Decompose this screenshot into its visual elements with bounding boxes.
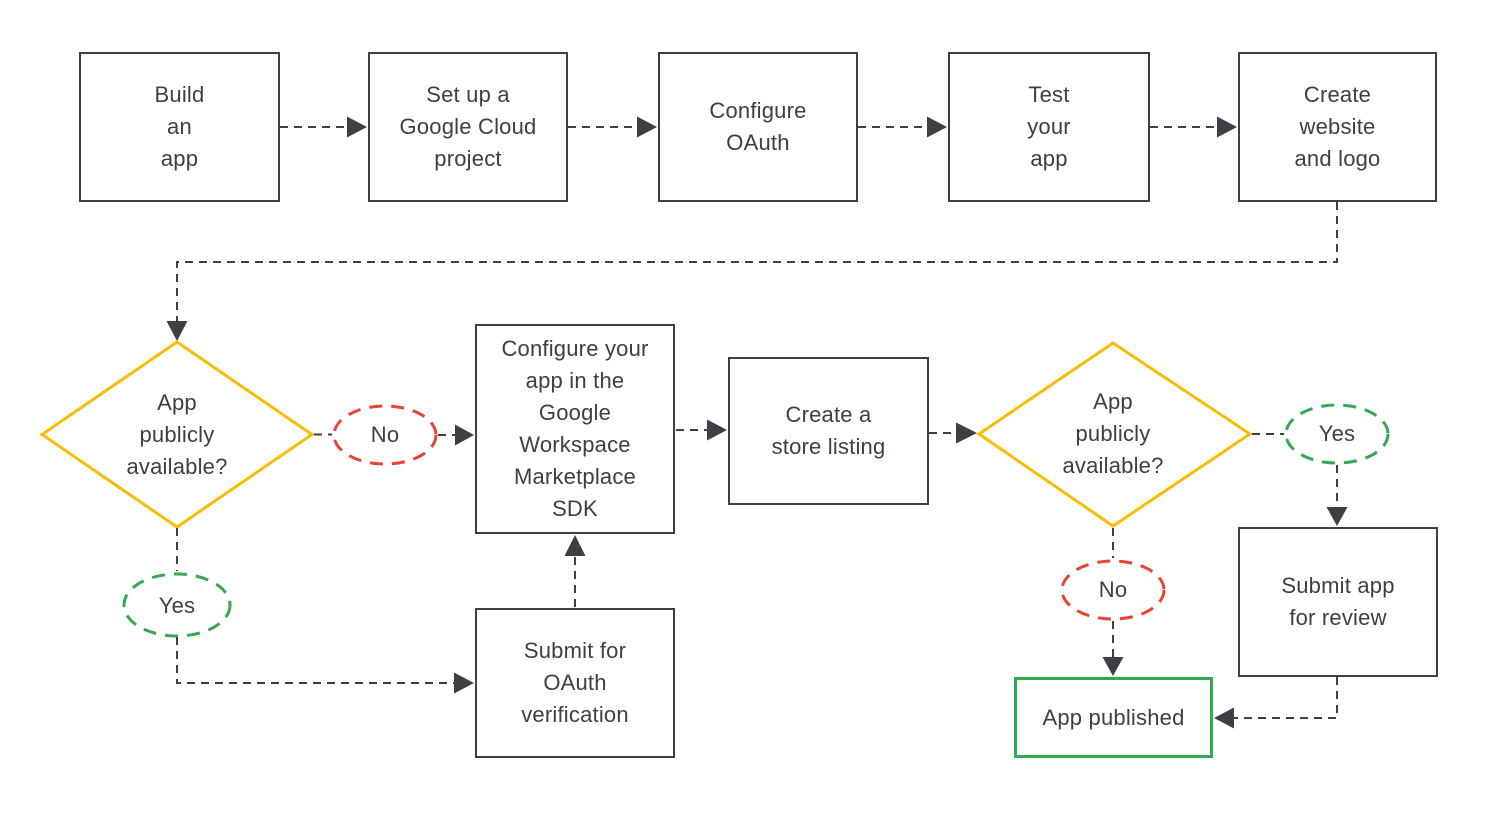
node-app-published: App published xyxy=(1014,677,1213,758)
decision1-yes-label: Yes xyxy=(158,592,196,618)
decision1-label: App publicly available? xyxy=(126,390,228,479)
connector-submit-oauth-to-sdk xyxy=(564,535,586,607)
connector-yes-to-submit-review xyxy=(1326,465,1348,526)
decision2-yes-label: Yes xyxy=(1318,421,1356,446)
node-submit-app-review: Submit app for review xyxy=(1238,527,1438,677)
decision2-no-pill xyxy=(1060,559,1166,621)
connector-website-to-decision1 xyxy=(166,202,1338,341)
connector-yes-to-submit-oauth xyxy=(176,637,474,694)
connector-store-to-decision2 xyxy=(929,422,977,444)
decision2-label: App publicly available? xyxy=(1062,389,1164,478)
node-test-app: Test your app xyxy=(948,52,1150,202)
decision1-diamond xyxy=(39,340,315,529)
node-configure-oauth: Configure OAuth xyxy=(658,52,858,202)
node-setup-gcp-project: Set up a Google Cloud project xyxy=(368,52,568,202)
connector-build-to-setup xyxy=(280,116,367,138)
connector-no-to-published xyxy=(1102,621,1124,676)
node-create-store-listing: Create a store listing xyxy=(728,357,929,505)
node-create-website-logo: Create website and logo xyxy=(1238,52,1437,202)
connector-oauth-to-test xyxy=(858,116,947,138)
decision1-yes-pill xyxy=(122,572,232,638)
connector-setup-to-oauth xyxy=(568,116,657,138)
connector-no-to-sdk xyxy=(438,424,474,446)
node-build-app: Build an app xyxy=(79,52,280,202)
connector-test-to-website xyxy=(1150,116,1237,138)
decision1-no-pill xyxy=(332,404,438,466)
node-submit-oauth-verification: Submit for OAuth verification xyxy=(475,608,675,758)
decision1-no-label: No xyxy=(370,422,400,447)
decision2-no-label: No xyxy=(1098,577,1128,602)
decision2-diamond xyxy=(976,341,1253,528)
connector-sdk-to-store xyxy=(676,419,727,441)
connector-submit-review-to-published xyxy=(1214,677,1338,729)
node-configure-marketplace-sdk: Configure your app in the Google Workspa… xyxy=(475,324,675,534)
decision2-yes-pill xyxy=(1284,403,1390,465)
